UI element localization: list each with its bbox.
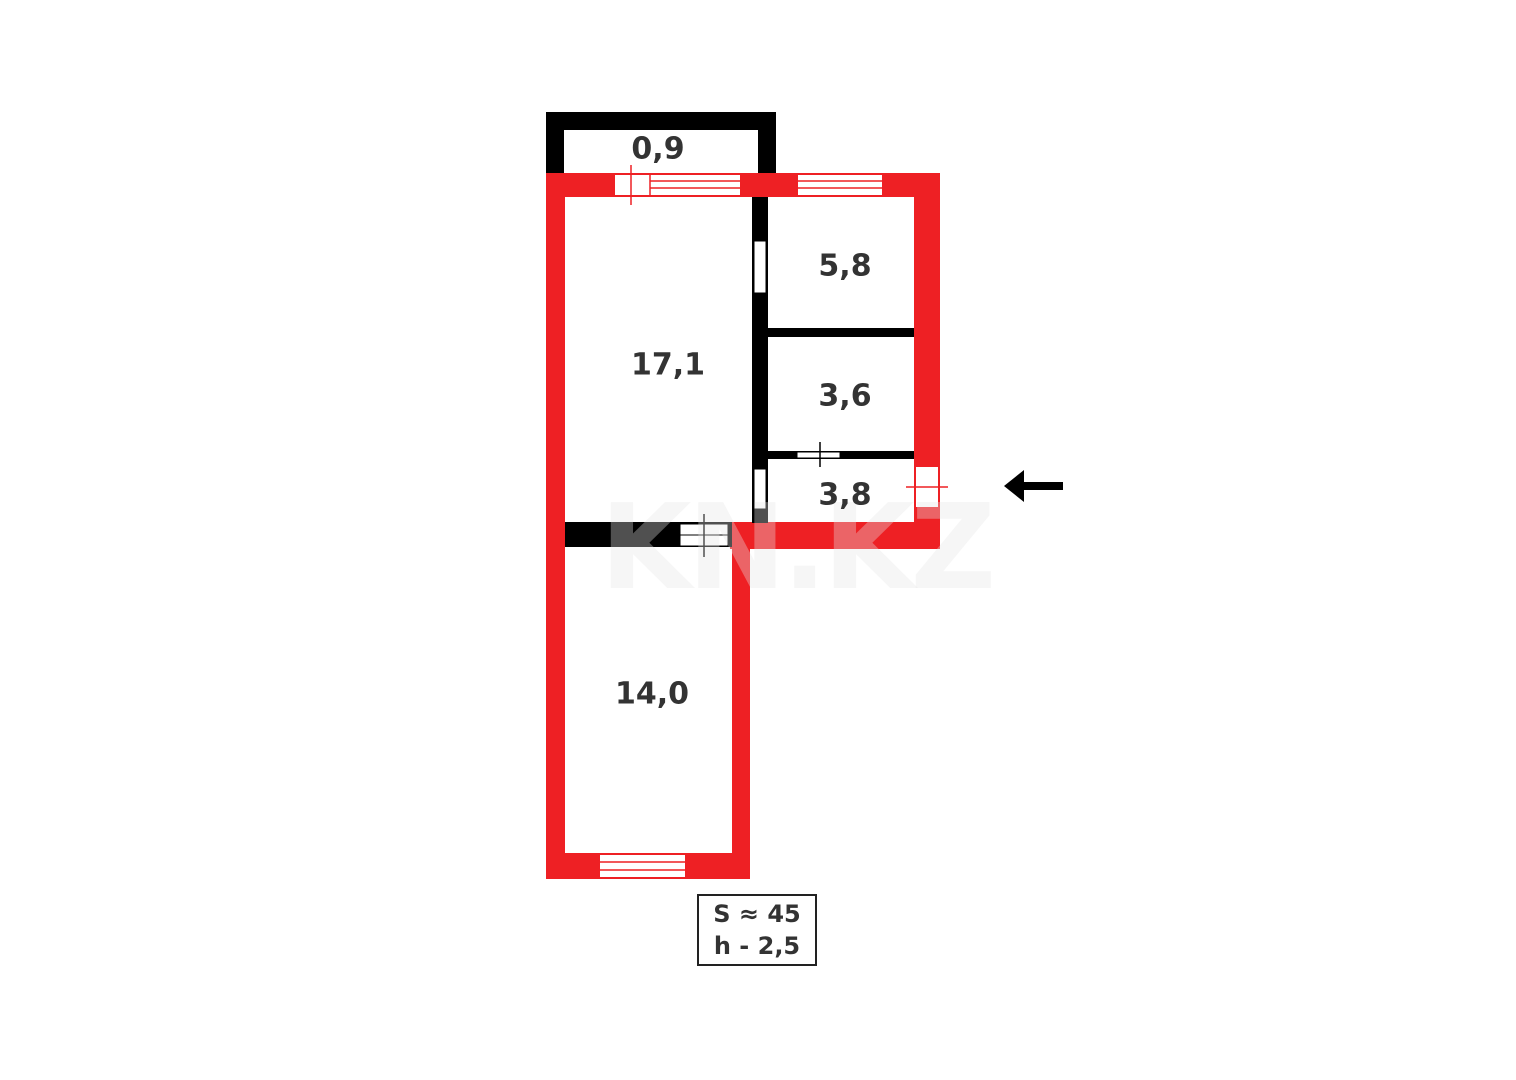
door-bathroom [796, 442, 841, 467]
window-top-right [798, 175, 882, 195]
total-area: S ≈ 45 [713, 900, 801, 928]
door-kitchen [753, 240, 767, 294]
room-area-bathroom: 3,6 [818, 378, 872, 414]
room-area-hallway: 3,8 [818, 477, 872, 513]
window-bottom [600, 855, 685, 877]
summary-box: S ≈ 45 h - 2,5 [697, 894, 817, 966]
room-area-kitchen: 5,8 [818, 248, 872, 284]
window-top-left [615, 165, 740, 205]
balcony-walls [546, 112, 776, 176]
door-bedroom [679, 514, 729, 557]
room-area-living-room: 17,1 [630, 347, 706, 383]
door-hallway-living [753, 468, 767, 510]
arrow-left-icon [1004, 470, 1063, 502]
exterior-walls [546, 173, 940, 879]
room-area-balcony: 0,9 [631, 131, 685, 167]
room-area-bedroom: 14,0 [614, 676, 690, 712]
ceiling-height: h - 2,5 [713, 932, 801, 960]
entrance-door [906, 467, 948, 507]
